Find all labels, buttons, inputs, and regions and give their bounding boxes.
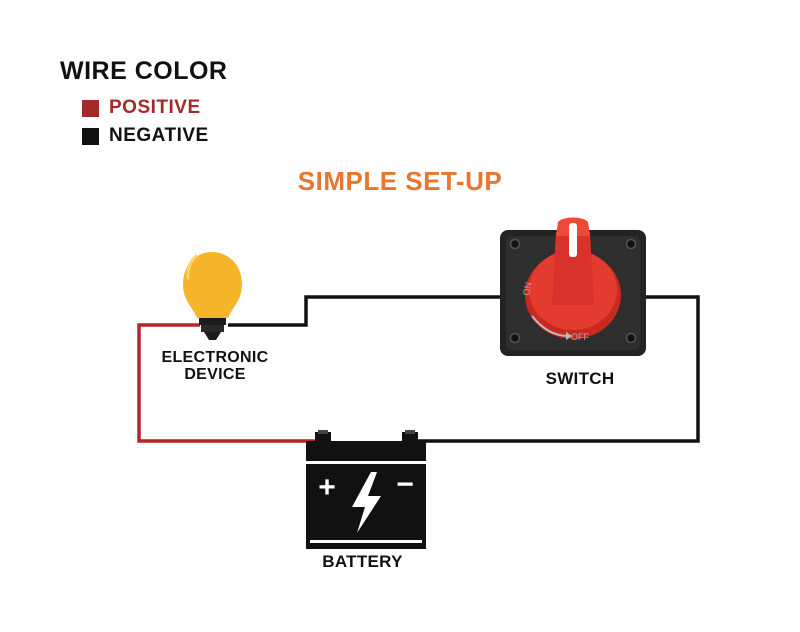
negative-wire-switch-to-battery — [408, 295, 700, 443]
legend-item-positive: POSITIVE — [82, 97, 201, 119]
legend-label-positive: POSITIVE — [109, 97, 201, 118]
battery-label: BATTERY — [322, 552, 403, 571]
positive-wire — [137, 323, 318, 443]
electronic-device-label-line2: DEVICE — [184, 366, 246, 383]
negative-swatch — [82, 127, 99, 145]
electronic-device-label-line1: ELECTRONIC — [161, 349, 269, 366]
positive-swatch — [82, 99, 99, 117]
battery-plus-sign: + — [318, 471, 336, 504]
battery-minus-sign: − — [396, 468, 414, 501]
light-bulb-icon — [183, 252, 242, 340]
legend-label-negative: NEGATIVE — [109, 125, 209, 146]
lightning-bolt-icon — [352, 472, 381, 533]
legend-item-negative: NEGATIVE — [82, 125, 209, 147]
diagram-title: SIMPLE SET-UP — [297, 166, 503, 196]
negative-wire-device-to-switch — [228, 295, 505, 327]
switch-dial-off: OFF — [571, 332, 589, 342]
switch-dial-on: ON — [521, 281, 533, 296]
legend-title: WIRE COLOR — [60, 57, 228, 85]
switch-label: SWITCH — [545, 369, 615, 388]
electronic-device-label: ELECTRONIC DEVICE — [140, 349, 290, 383]
rotary-switch-icon: ON OFF — [500, 217, 646, 356]
battery-icon: + − — [306, 430, 426, 549]
